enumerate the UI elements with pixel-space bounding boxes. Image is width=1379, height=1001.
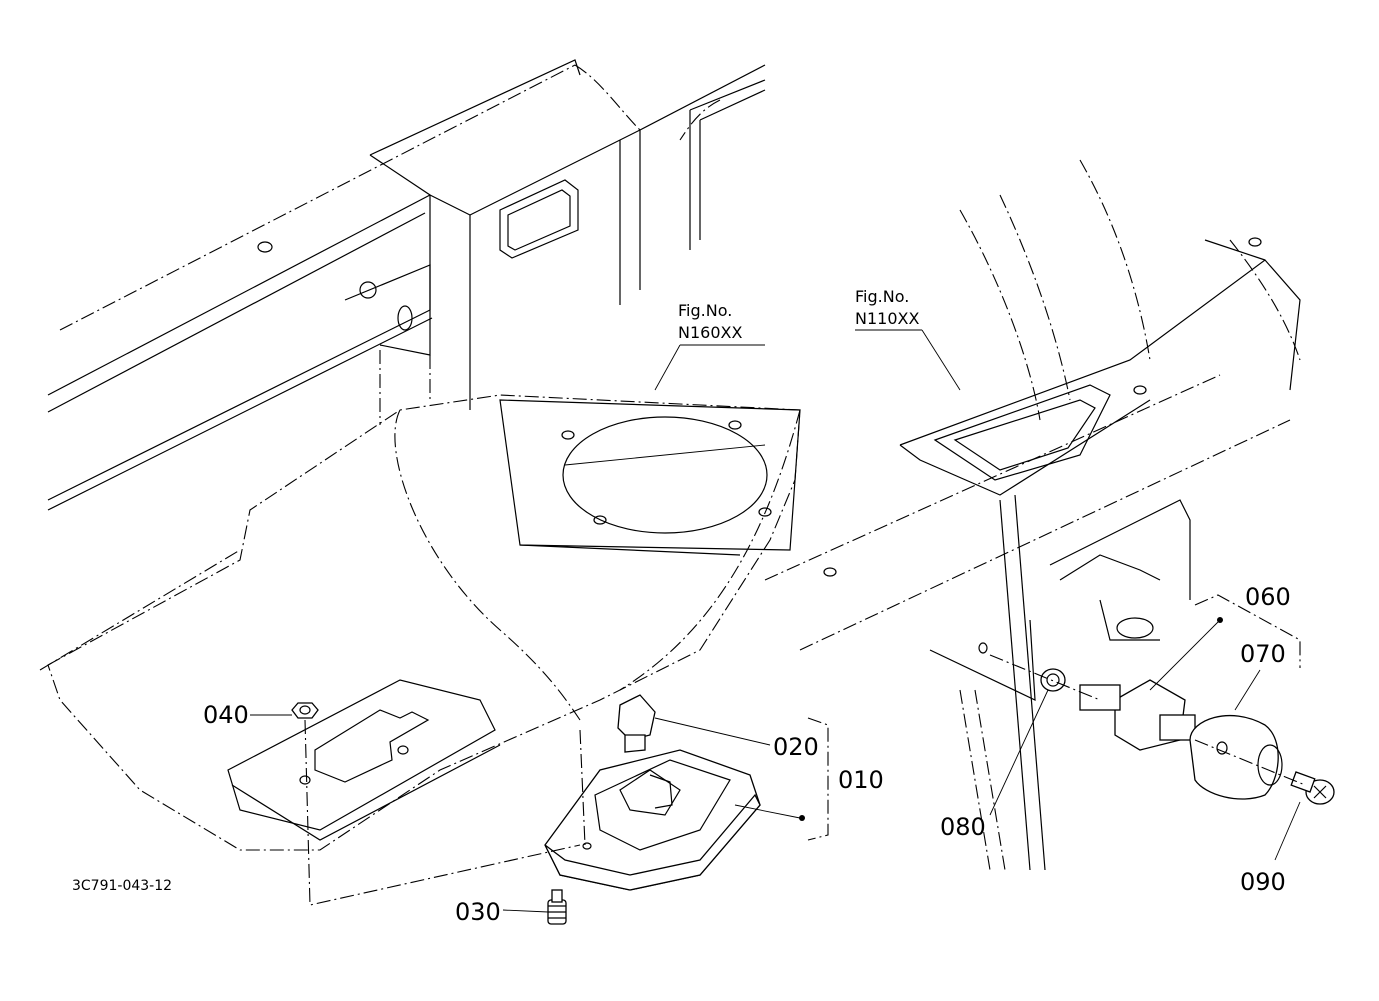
fig-ref-1-line1: Fig.No. xyxy=(678,301,732,320)
callout-070: 070 xyxy=(1240,640,1286,668)
fig-ref-2-line1: Fig.No. xyxy=(855,287,909,306)
washer-080 xyxy=(1040,668,1066,692)
frame-structure xyxy=(47,59,766,511)
leader-dot-060 xyxy=(1217,617,1223,623)
callout-080: 080 xyxy=(940,813,986,841)
right-structure xyxy=(764,159,1301,871)
callout-020: 020 xyxy=(773,733,819,761)
callout-010: 010 xyxy=(838,766,884,794)
fig-ref-2-line2: N110XX xyxy=(855,309,919,328)
fig-ref-1-line2: N160XX xyxy=(678,323,742,342)
nut-040 xyxy=(291,702,319,719)
floor-deck xyxy=(39,394,801,851)
leader-lines xyxy=(250,329,1306,913)
screw-030 xyxy=(547,889,567,925)
lamp-assembly xyxy=(544,749,761,891)
leader-dot-010 xyxy=(799,815,805,821)
callout-060: 060 xyxy=(1245,583,1291,611)
drawing-code: 3C791-043-12 xyxy=(72,878,172,894)
bulb xyxy=(617,694,656,753)
callout-030: 030 xyxy=(455,898,501,926)
callout-090: 090 xyxy=(1240,868,1286,896)
bolt-090 xyxy=(1290,771,1335,805)
work-light-assembly xyxy=(1079,679,1283,800)
callout-040: 040 xyxy=(203,701,249,729)
